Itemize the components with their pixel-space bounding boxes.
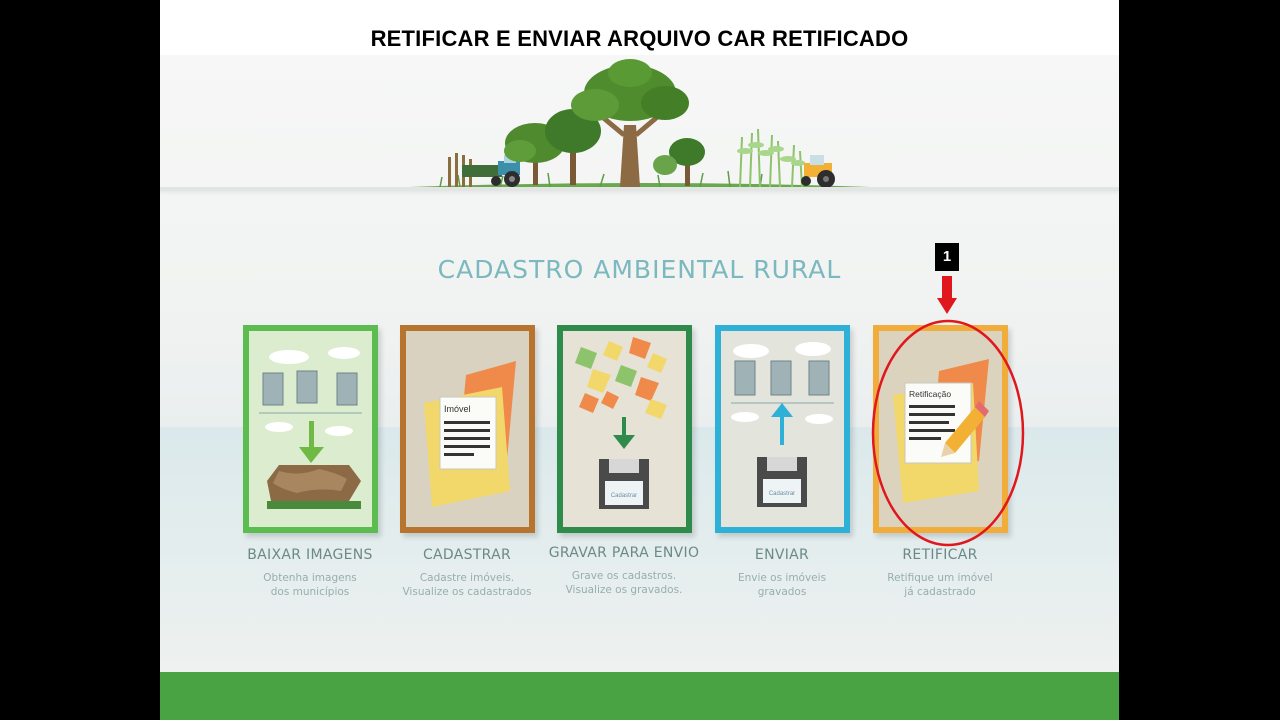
step-number-badge: 1 xyxy=(935,243,959,271)
highlight-ellipse xyxy=(871,319,1025,547)
landscape-banner-illustration xyxy=(410,59,870,191)
enviar-label: ENVIAR xyxy=(754,547,810,563)
pencil-icon xyxy=(941,401,989,457)
presentation-slide: RETIFICAR E ENVIAR ARQUIVO CAR RETIFICAD… xyxy=(160,0,1119,720)
property-document-icon: Imóvel xyxy=(406,331,529,527)
disk-label-text: Cadastrar xyxy=(611,493,637,499)
footer-green-bar xyxy=(160,672,1119,720)
cadastrar-desc: Cadastre imóveis.Visualize os cadastrado… xyxy=(402,572,532,598)
disk-label-text: Cadastrar xyxy=(769,491,795,497)
gravar-para-envio-label: GRAVAR PARA ENVIO xyxy=(548,545,700,561)
tractor-right xyxy=(801,155,835,188)
car-app-window: CADASTRO AMBIENTAL RURAL xyxy=(160,55,1119,672)
rectify-document-icon: Retificação xyxy=(879,331,1002,527)
cadastrar-label: CADASTRAR xyxy=(422,547,512,563)
retificar-label: RETIFICAR xyxy=(902,547,978,563)
slide-title: RETIFICAR E ENVIAR ARQUIVO CAR RETIFICAD… xyxy=(370,26,909,51)
cadastrar-button[interactable]: Imóvel xyxy=(400,325,535,533)
app-title: CADASTRO AMBIENTAL RURAL xyxy=(437,255,842,284)
doc-title-text: Imóvel xyxy=(444,404,471,414)
baixar-imagens-button[interactable] xyxy=(243,325,378,533)
upload-server-icon: Cadastrar xyxy=(721,331,844,527)
gravar-para-envio-desc: Grave os cadastros.Visualize os gravados… xyxy=(565,570,683,596)
download-images-icon xyxy=(249,331,372,527)
save-floppy-icon: Cadastrar xyxy=(563,331,686,527)
gravar-para-envio-button[interactable]: Cadastrar xyxy=(557,325,692,533)
doc-title-text: Retificação xyxy=(909,389,951,399)
banner-divider xyxy=(160,187,1119,191)
enviar-button[interactable]: Cadastrar xyxy=(715,325,850,533)
retificar-button[interactable]: Retificação xyxy=(873,325,1008,533)
red-down-arrow-icon xyxy=(937,276,957,314)
baixar-imagens-label: BAIXAR IMAGENS xyxy=(247,547,373,563)
